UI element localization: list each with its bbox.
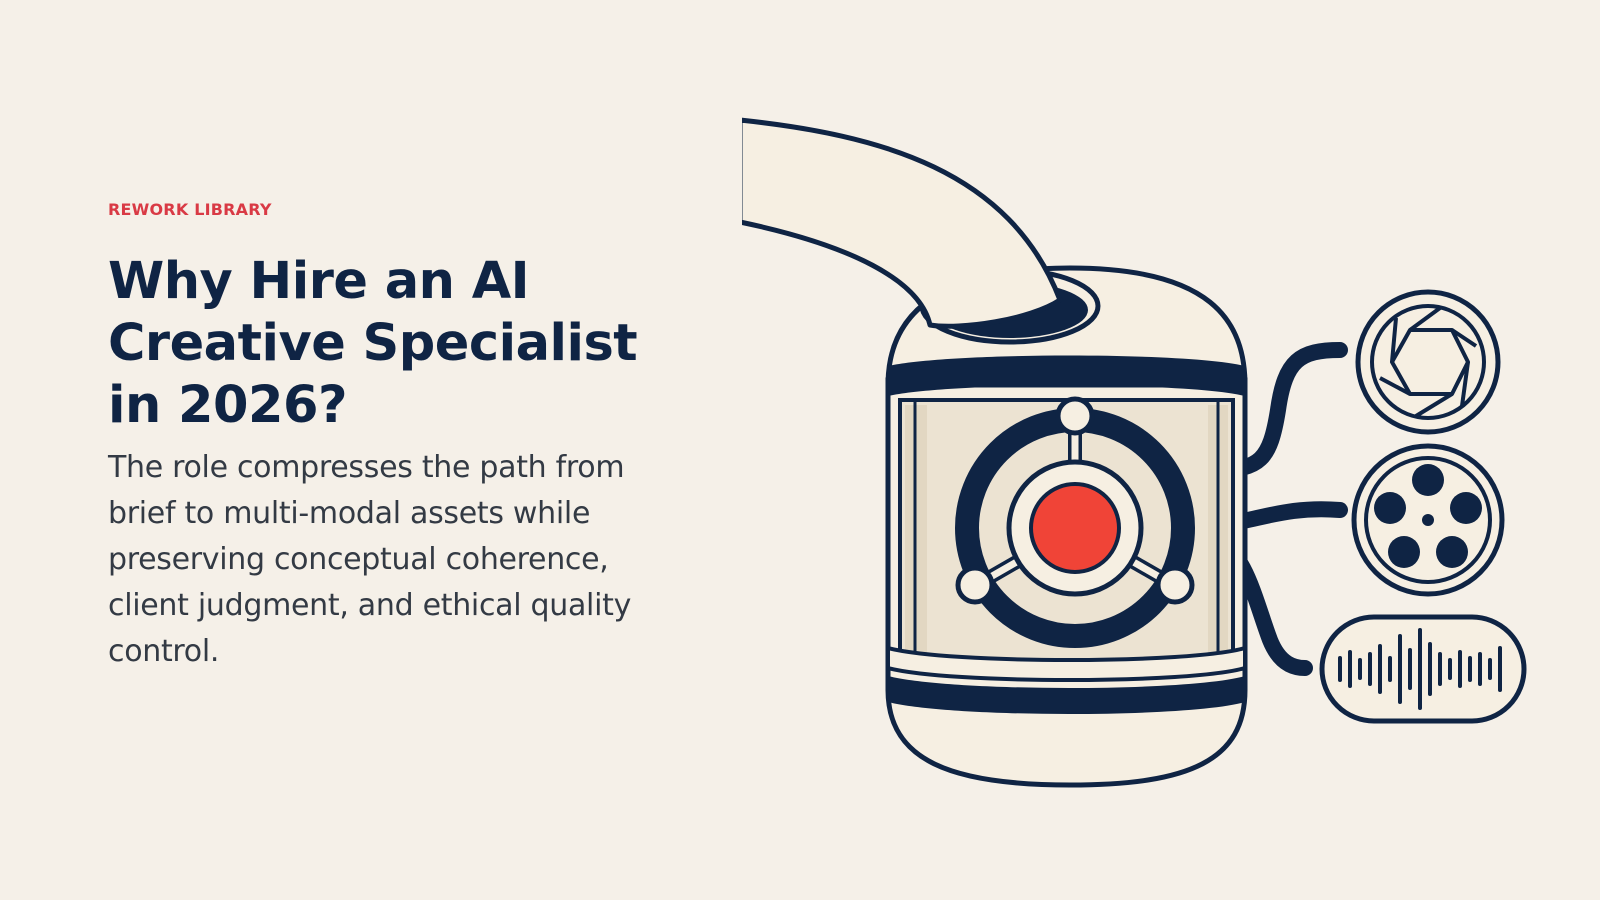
- processor-illustration: [720, 110, 1527, 788]
- page-title: Why Hire an AI Creative Specialist in 20…: [108, 252, 638, 435]
- input-pipe: [737, 117, 1063, 329]
- hero-text: REWORK LIBRARY Why Hire an AI Creative S…: [108, 200, 698, 675]
- audio-waveform-icon: [1319, 614, 1527, 724]
- page-description: The role compresses the path from brief …: [108, 450, 632, 669]
- film-reel-icon: [1351, 443, 1505, 597]
- camera-aperture-icon: [1355, 289, 1501, 435]
- core-target: [955, 396, 1195, 648]
- eyebrow-label: REWORK LIBRARY: [108, 200, 272, 219]
